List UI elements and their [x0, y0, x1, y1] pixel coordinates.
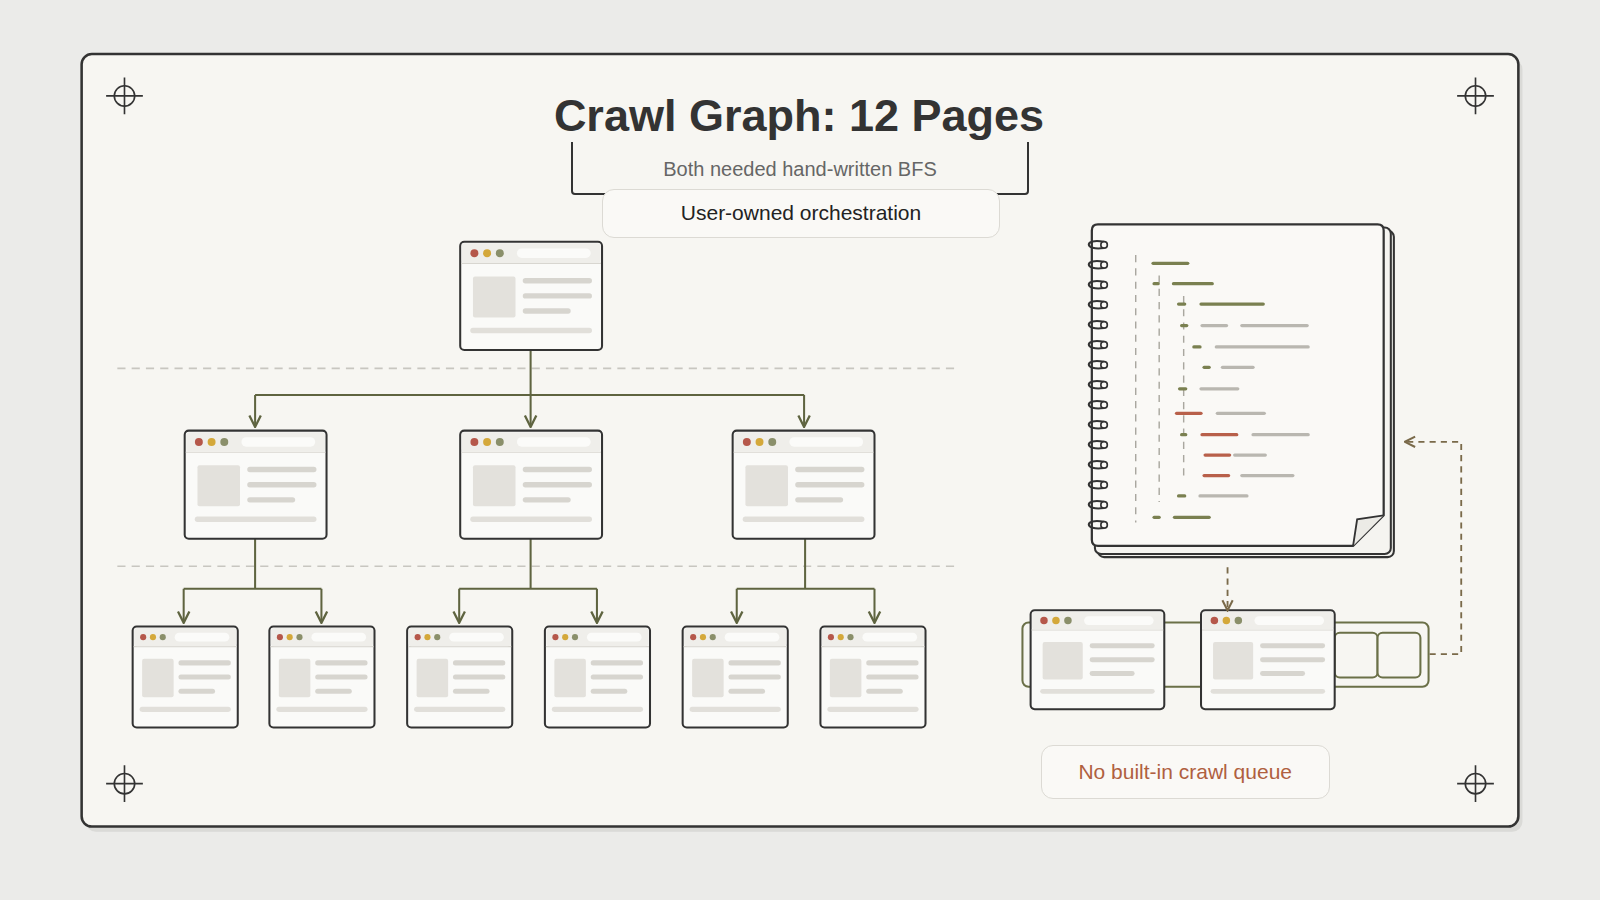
- queue-loop: [1228, 442, 1462, 654]
- callout-box: User-owned orchestration: [602, 189, 1000, 238]
- crosshair-marks: [106, 78, 1494, 802]
- level-divider: [117, 368, 959, 370]
- node-text: No built-in crawl queue: [1078, 760, 1292, 784]
- node-text: User-owned orchestration: [681, 201, 921, 225]
- level-divider: [117, 566, 959, 568]
- title: Crawl Graph: 12 Pages: [548, 90, 1050, 142]
- notebook: [1089, 224, 1394, 557]
- page-icons: [133, 242, 926, 728]
- crawl-queue: [1022, 610, 1428, 709]
- tree-links: [184, 350, 875, 621]
- card-frame: [82, 54, 1519, 826]
- callout-box: No built-in crawl queue: [1041, 745, 1330, 799]
- node-text: Both needed hand-written BFS: [663, 158, 937, 181]
